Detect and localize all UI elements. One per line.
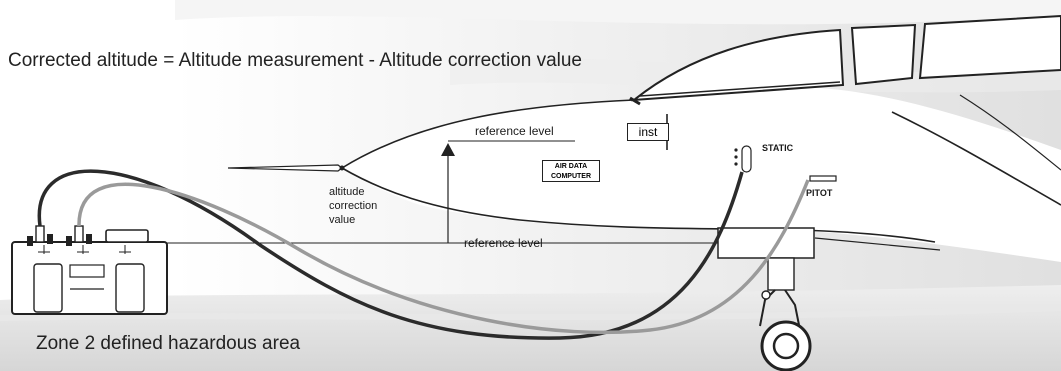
pitot-port: [809, 175, 837, 182]
test-set-handle: [105, 229, 149, 243]
inst-label: inst: [627, 123, 669, 141]
hazardous-area-label: Zone 2 defined hazardous area: [36, 333, 301, 354]
static-hose: [37, 169, 744, 340]
fuselage-upper-outline: [341, 92, 701, 169]
canopy-rear: [918, 14, 1061, 80]
correction-formula: Corrected altitude = Altitude measuremen…: [8, 50, 582, 71]
test-set-connector: [74, 225, 84, 243]
test-set-connector: [27, 236, 33, 246]
gear-bay: [717, 227, 815, 259]
adc-label-line1: AIR DATA: [554, 163, 588, 170]
altitude-arrow-head: [441, 143, 455, 156]
fuselage-lower-outline-2: [814, 237, 941, 251]
canopy-sill: [639, 81, 841, 97]
intake-line: [891, 111, 1061, 206]
pitot-label: PITOT: [806, 188, 833, 198]
fuselage: [342, 86, 1061, 263]
gear-strut: [767, 257, 795, 291]
probe-tip: [339, 165, 345, 171]
air-data-computer-box: AIR DATA COMPUTER: [542, 160, 600, 182]
gear-joint: [761, 290, 771, 300]
static-port: [741, 145, 752, 173]
test-set-panel-right: [115, 263, 145, 313]
reference-level-label-upper: reference level: [475, 124, 554, 138]
static-port-dot: [734, 162, 738, 166]
test-set-connector: [35, 225, 45, 243]
static-port-dot: [734, 148, 738, 152]
test-set-panel-left: [33, 263, 63, 313]
static-label: STATIC: [762, 143, 794, 153]
intake-line-2: [959, 94, 1061, 171]
reference-level-label-lower: reference level: [464, 236, 543, 250]
altitude-correction-label: altitude correction value: [329, 186, 378, 226]
cloud-streak: [175, 0, 1061, 25]
wheel-hub: [772, 332, 800, 360]
test-set-display: [69, 264, 105, 278]
gear-leg: [759, 289, 776, 327]
canopy-hinge: [629, 96, 641, 106]
fuselage-lower-outline: [341, 167, 936, 243]
pitot-hose: [77, 179, 810, 335]
canopy-front: [630, 28, 845, 102]
adc-label-line2: COMPUTER: [550, 173, 592, 180]
static-port-dot: [734, 155, 738, 159]
test-set-connector: [47, 234, 53, 244]
test-set-connector: [86, 234, 92, 244]
test-set-marks: [38, 245, 131, 254]
test-set-connector: [66, 236, 72, 246]
canopy-middle: [850, 23, 917, 86]
gear-leg: [784, 289, 801, 331]
